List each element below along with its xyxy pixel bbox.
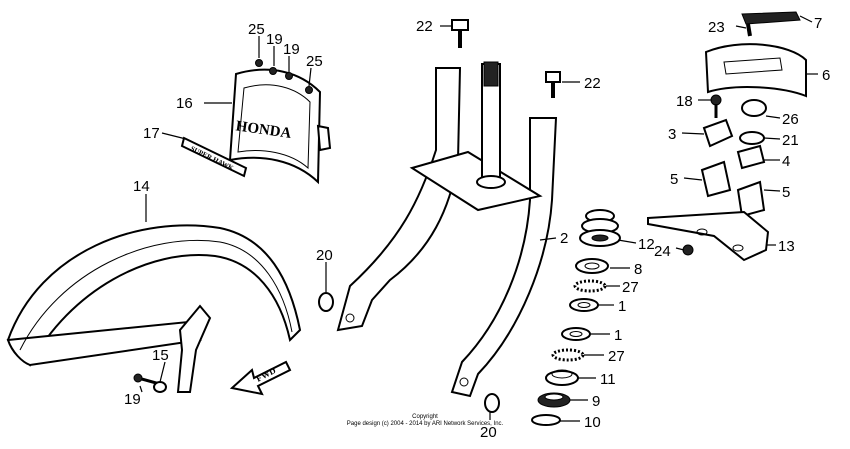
callout-19: 19 <box>283 41 300 58</box>
steering-top-bridge <box>647 210 770 262</box>
holder-lower-right <box>736 180 766 218</box>
callouts: 25 19 19 25 16 17 14 15 19 20 20 22 22 2… <box>124 15 830 441</box>
emblem-text: HONDA <box>235 118 293 142</box>
copyright-line1: Copyright <box>412 414 438 420</box>
callout-17: 17 <box>143 125 160 142</box>
callout-22: 22 <box>584 75 601 92</box>
holder-upper-right <box>736 144 766 170</box>
callout-18: 18 <box>676 93 693 110</box>
callout-20: 20 <box>480 424 497 441</box>
steering-head-bearing <box>537 392 571 408</box>
leader-lines <box>139 15 818 422</box>
callout-24: 24 <box>654 243 671 260</box>
bearing-race-lower <box>561 327 591 341</box>
callout-4: 4 <box>782 153 790 170</box>
dust-seal-lower <box>531 414 561 426</box>
callout-1: 1 <box>614 327 622 344</box>
fork-bolt-top <box>451 19 469 48</box>
fork-assembly <box>336 61 558 398</box>
callout-27: 27 <box>608 348 625 365</box>
emblem-plate: HONDA <box>228 68 332 185</box>
steering-nut <box>575 258 609 274</box>
callout-22: 22 <box>416 18 433 35</box>
cover-screw <box>746 23 752 37</box>
callout-25: 25 <box>248 21 265 38</box>
callout-8: 8 <box>634 261 642 278</box>
callout-6: 6 <box>822 67 830 84</box>
bearing-balls-upper <box>573 279 607 293</box>
bridge-nut <box>682 244 694 256</box>
handlebar-bolt <box>710 94 722 118</box>
fork-bolt-side <box>545 71 561 98</box>
bearing-race-upper <box>569 298 599 312</box>
fender-washer <box>153 381 167 393</box>
callout-19: 19 <box>124 391 141 408</box>
callout-12: 12 <box>638 236 655 253</box>
callout-3: 3 <box>668 126 676 143</box>
cushion-rubber <box>739 131 765 145</box>
callout-2: 2 <box>560 230 568 247</box>
callout-5: 5 <box>670 171 678 188</box>
emblem-fasteners <box>255 59 313 94</box>
front-fender <box>6 224 302 393</box>
fork-washer-left <box>318 292 334 312</box>
callout-10: 10 <box>584 414 601 431</box>
fwd-arrow-icon: FWD <box>229 360 292 396</box>
callout-14: 14 <box>133 178 150 195</box>
holder-lower-left <box>700 160 732 198</box>
callout-27: 27 <box>622 279 639 296</box>
dust-seal <box>579 209 621 247</box>
callout-11: 11 <box>600 371 616 388</box>
bottom-cone-race <box>545 369 579 386</box>
callout-25: 25 <box>306 53 323 70</box>
callout-15: 15 <box>152 347 169 364</box>
cover-bracket <box>741 11 801 25</box>
fork-washer-right <box>484 393 500 413</box>
callout-1: 1 <box>618 298 626 315</box>
callout-21: 21 <box>782 132 799 149</box>
callout-7: 7 <box>814 15 822 32</box>
callout-19: 19 <box>266 31 283 48</box>
callout-5: 5 <box>782 184 790 201</box>
callout-23: 23 <box>708 19 725 36</box>
rubber-cap <box>741 99 767 117</box>
callout-9: 9 <box>592 393 600 410</box>
copyright-line2: Page design (c) 2004 - 2014 by ARI Netwo… <box>347 421 504 427</box>
bearing-balls-lower <box>551 348 585 362</box>
callout-20: 20 <box>316 247 333 264</box>
callout-26: 26 <box>782 111 799 128</box>
callout-16: 16 <box>176 95 193 112</box>
callout-13: 13 <box>778 238 795 255</box>
holder-upper-left <box>702 118 734 148</box>
headlight-cover <box>704 43 807 98</box>
